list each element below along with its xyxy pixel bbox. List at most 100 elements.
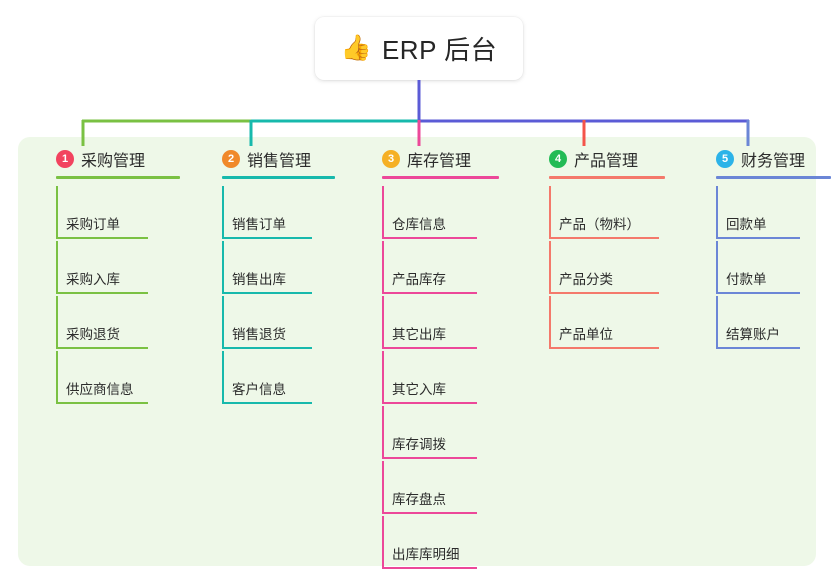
tree-item[interactable]: 仓库信息 [360,186,477,241]
tree-item-label: 采购入库 [66,272,120,287]
tree-item-label: 其它出库 [392,327,446,342]
item-underline [222,237,312,239]
item-underline [549,292,659,294]
item-connector [716,241,718,294]
item-underline [549,347,659,349]
tree-item[interactable]: 产品分类 [527,241,659,296]
item-connector [382,351,384,404]
item-underline [549,237,659,239]
tree-item-label: 销售出库 [232,272,286,287]
tree-item[interactable]: 付款单 [694,241,805,296]
tree-item[interactable]: 库存盘点 [360,461,477,516]
column-title: 库存管理 [407,153,472,170]
item-underline [382,402,477,404]
tree-item-label: 销售订单 [232,217,286,232]
column-items: 销售订单销售出库销售退货客户信息 [200,186,312,406]
tree-item-label: 仓库信息 [392,217,446,232]
column-title: 销售管理 [247,153,312,170]
item-connector [56,296,58,349]
column-number-badge: 2 [222,150,240,168]
tree-item[interactable]: 其它出库 [360,296,477,351]
tree-item-label: 库存盘点 [392,492,446,507]
tree-item[interactable]: 结算账户 [694,296,805,351]
item-underline [56,402,148,404]
tree-item-label: 出库库明细 [392,547,460,562]
column-number-badge: 3 [382,150,400,168]
item-connector [222,186,224,239]
column-header-4[interactable]: 4 产品管理 [527,146,638,172]
item-connector [549,186,551,239]
column-underline [222,176,335,179]
tree-item-label: 回款单 [726,217,767,232]
item-underline [56,292,148,294]
item-underline [222,347,312,349]
column-header-2[interactable]: 2 销售管理 [200,146,311,172]
item-connector [382,241,384,294]
tree-item[interactable]: 库存调拨 [360,406,477,461]
item-connector [222,351,224,404]
tree-item[interactable]: 销售退货 [200,296,312,351]
tree-item-label: 供应商信息 [66,382,134,397]
column-number-badge: 1 [56,150,74,168]
item-connector [56,241,58,294]
tree-item-label: 产品库存 [392,272,446,287]
column-items: 回款单付款单结算账户 [694,186,805,351]
tree-item-label: 其它入库 [392,382,446,397]
tree-item[interactable]: 采购订单 [34,186,148,241]
column-4: 4 产品管理产品（物料） 产品分类产品单位 [527,146,665,351]
tree-item[interactable]: 回款单 [694,186,805,241]
item-underline [382,237,477,239]
thumbs-up-icon: 👍 [340,34,372,62]
tree-item-label: 产品（物料） [559,217,640,232]
tree-item[interactable]: 采购退货 [34,296,148,351]
column-number-badge: 4 [549,150,567,168]
column-title: 产品管理 [574,153,639,170]
tree-item[interactable]: 产品单位 [527,296,659,351]
tree-item[interactable]: 其它入库 [360,351,477,406]
item-connector [382,186,384,239]
tree-item[interactable]: 供应商信息 [34,351,148,406]
tree-item-label: 库存调拨 [392,437,446,452]
tree-item[interactable]: 出库库明细 [360,516,477,571]
item-connector [56,186,58,239]
item-connector [222,241,224,294]
column-items: 产品（物料） 产品分类产品单位 [527,186,659,351]
column-2: 2 销售管理销售订单销售出库销售退货客户信息 [200,146,335,406]
tree-item[interactable]: 客户信息 [200,351,312,406]
item-underline [716,237,800,239]
tree-item[interactable]: 销售订单 [200,186,312,241]
tree-item[interactable]: 销售出库 [200,241,312,296]
item-underline [716,347,800,349]
item-connector [716,186,718,239]
tree-item[interactable]: 产品库存 [360,241,477,296]
item-connector [549,241,551,294]
item-connector [382,296,384,349]
item-underline [382,292,477,294]
item-underline [56,237,148,239]
item-underline [222,402,312,404]
column-underline [382,176,499,179]
item-connector [382,461,384,514]
item-underline [56,347,148,349]
column-header-3[interactable]: 3 库存管理 [360,146,471,172]
tree-item[interactable]: 产品（物料） [527,186,659,241]
tree-item[interactable]: 采购入库 [34,241,148,296]
item-connector [56,351,58,404]
item-underline [222,292,312,294]
item-connector [716,296,718,349]
column-items: 采购订单采购入库采购退货供应商信息 [34,186,148,406]
item-underline [382,347,477,349]
item-connector [382,406,384,459]
tree-item-label: 采购订单 [66,217,120,232]
column-items: 仓库信息产品库存其它出库其它入库库存调拨库存盘点出库库明细 [360,186,477,571]
root-node-title: ERP 后台 [381,35,498,65]
column-underline [716,176,831,179]
root-node[interactable]: 👍 ERP 后台 [315,17,523,80]
column-title: 财务管理 [741,153,806,170]
item-connector [382,516,384,569]
